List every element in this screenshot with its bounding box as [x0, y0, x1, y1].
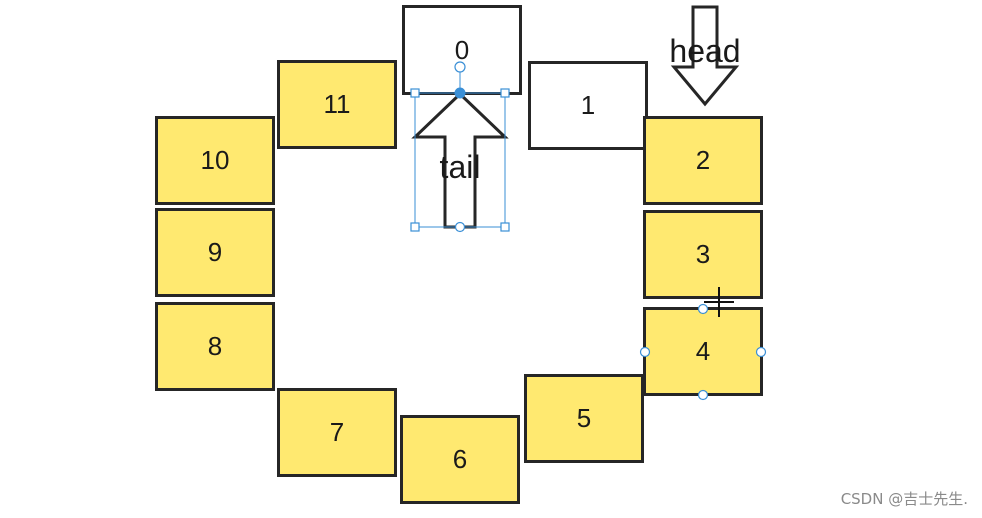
queue-cell-7: 7 [277, 388, 397, 477]
crosshair-cursor-icon [704, 287, 734, 317]
tail-label: tail [440, 149, 481, 185]
queue-cell-6: 6 [400, 415, 520, 504]
cell-label-0: 0 [454, 34, 470, 65]
cell-label-10: 10 [200, 145, 230, 175]
watermark: CSDN @吉士先生. [840, 490, 968, 508]
cell-label-3: 3 [695, 239, 711, 269]
cell-label-1: 1 [580, 90, 596, 120]
bottom-handle[interactable] [454, 221, 466, 233]
queue-cell-1: 1 [528, 61, 648, 150]
queue-cell-8: 8 [155, 302, 275, 391]
head-arrow [670, 5, 740, 107]
tail-selection-box[interactable] [410, 61, 510, 233]
queue-cell-2: 2 [643, 116, 763, 205]
queue-cell-0: 0 [402, 5, 522, 95]
queue-cell-11: 11 [277, 60, 397, 149]
queue-cell-4[interactable]: 4 [643, 307, 763, 396]
cell-label-9: 9 [207, 237, 223, 267]
cell-4-connection-points[interactable] [639, 303, 767, 401]
rotate-handle[interactable] [454, 61, 466, 73]
cell-label-6: 6 [452, 444, 468, 474]
cell-label-2: 2 [695, 145, 711, 175]
queue-cell-3: 3 [643, 210, 763, 299]
queue-cell-9: 9 [155, 208, 275, 297]
cell-label-11: 11 [323, 89, 351, 119]
resize-handle-tl[interactable] [410, 88, 420, 98]
head-label: head [669, 33, 740, 69]
tip-handle[interactable] [454, 87, 466, 99]
cell-label-7: 7 [329, 417, 345, 447]
cell-label-4: 4 [695, 336, 711, 366]
resize-handle-bl[interactable] [410, 222, 420, 232]
queue-cell-5: 5 [524, 374, 644, 463]
cell-label-5: 5 [576, 403, 592, 433]
resize-handle-br[interactable] [500, 222, 510, 232]
resize-handle-tr[interactable] [500, 88, 510, 98]
queue-cell-10: 10 [155, 116, 275, 205]
cell-label-8: 8 [207, 331, 223, 361]
